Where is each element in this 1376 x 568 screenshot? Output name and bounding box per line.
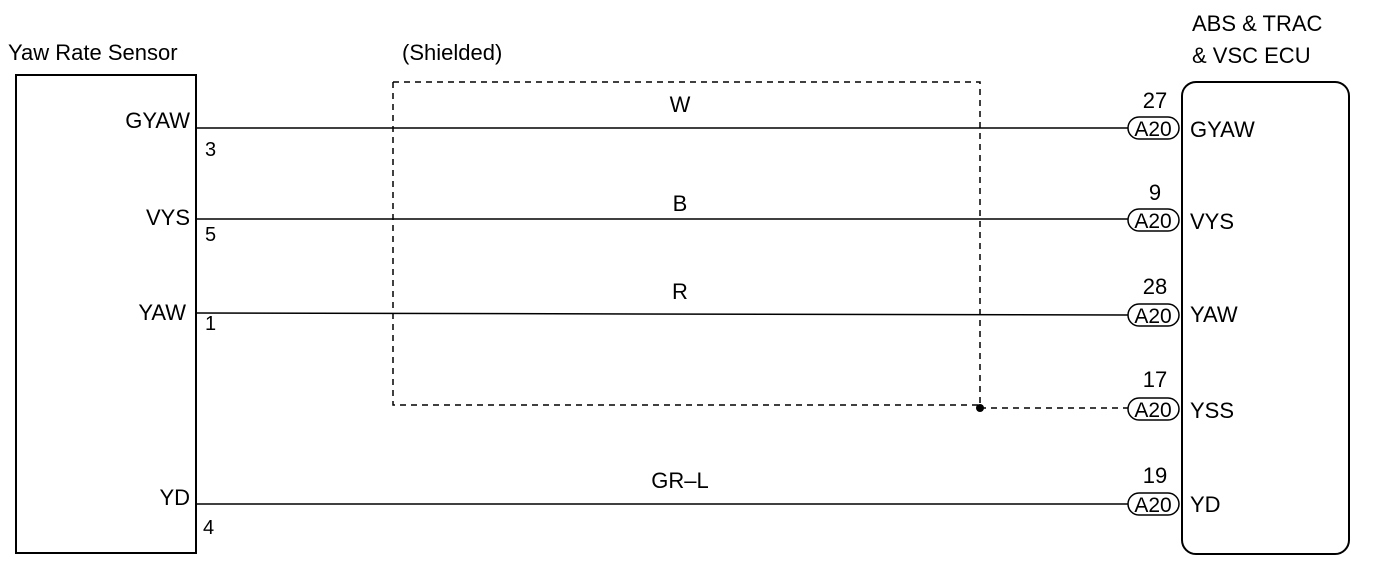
wire-color-label: B: [673, 191, 688, 216]
right-terminal-label: VYS: [1190, 209, 1234, 234]
connector-badge: [1127, 303, 1180, 327]
shield-outline: [392, 81, 981, 408]
left-terminal-label: GYAW: [125, 108, 190, 133]
connector-badge: [1127, 397, 1180, 421]
connector-badge: [1127, 492, 1180, 516]
left-terminal-label: YAW: [138, 300, 186, 325]
left-terminal-label: VYS: [146, 205, 190, 230]
left-pin-number: 3: [205, 139, 216, 161]
ecu-title-line2: & VSC ECU: [1192, 43, 1311, 68]
yaw-rate-sensor-title: Yaw Rate Sensor: [8, 40, 178, 65]
left-pin-number: 4: [203, 517, 214, 539]
wire-line: [195, 312, 1129, 316]
wire-color-label: W: [670, 92, 691, 117]
connector-badge: [1127, 116, 1180, 140]
right-terminal-label: YAW: [1190, 302, 1238, 327]
right-pin-number: 28: [1143, 274, 1167, 299]
wire-color-label: R: [672, 279, 688, 304]
ecu-box: [1181, 81, 1350, 555]
wire-yaw: YAW 1 R 28 A20 YAW: [138, 274, 1238, 335]
yaw-rate-sensor-box: [15, 74, 197, 554]
left-terminal-label: YD: [159, 485, 190, 510]
ecu-title-line1: ABS & TRAC: [1192, 11, 1323, 36]
right-pin-number: 19: [1143, 463, 1167, 488]
connector-code: A20: [1134, 210, 1171, 233]
wire-vys: VYS 5 B 9 A20 VYS: [146, 180, 1234, 246]
connector-code: A20: [1134, 305, 1171, 328]
right-pin-number: 27: [1143, 88, 1167, 113]
right-pin-number: 17: [1143, 367, 1167, 392]
connector-code: A20: [1134, 118, 1171, 141]
right-terminal-label: YSS: [1190, 398, 1234, 423]
right-terminal-label: GYAW: [1190, 117, 1255, 142]
left-pin-number: 5: [205, 224, 216, 246]
shield-label: (Shielded): [402, 40, 502, 65]
connector-badge: [1127, 208, 1180, 232]
wire-gyaw: GYAW 3 W 27 A20 GYAW: [125, 88, 1255, 161]
wire-yss: 17 A20 YSS: [1127, 367, 1234, 423]
right-pin-number: 9: [1149, 180, 1161, 205]
shield-ground-junction: [976, 404, 984, 412]
connector-code: A20: [1134, 494, 1171, 517]
left-pin-number: 1: [205, 313, 216, 335]
wire-yd: YD 4 GR–L 19 A20 YD: [159, 463, 1220, 539]
right-terminal-label: YD: [1190, 492, 1221, 517]
wire-color-label: GR–L: [651, 468, 708, 493]
connector-code: A20: [1134, 399, 1171, 422]
